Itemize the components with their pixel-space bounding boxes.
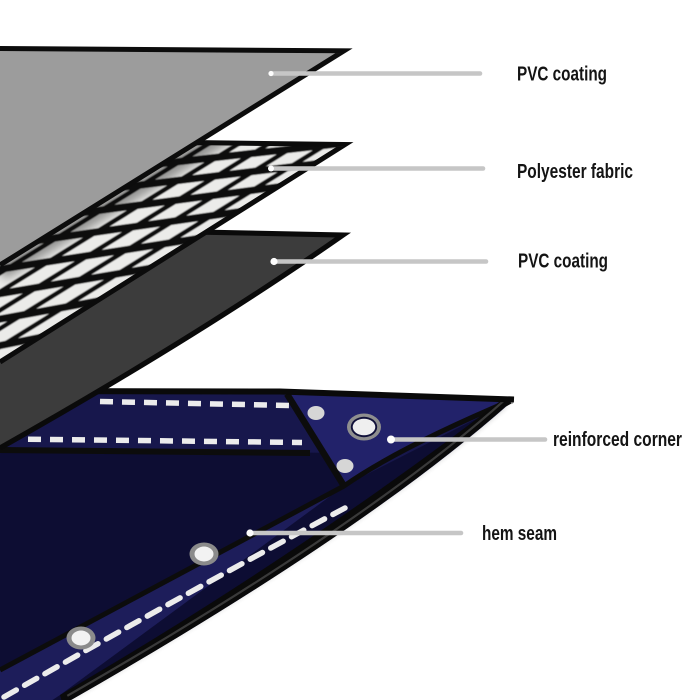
- svg-text:PVC coating: PVC coating: [517, 62, 607, 85]
- svg-text:Polyester fabric: Polyester fabric: [517, 160, 633, 183]
- svg-text:hem seam: hem seam: [482, 522, 557, 545]
- svg-text:reinforced corner: reinforced corner: [553, 428, 682, 451]
- svg-text:PVC coating: PVC coating: [518, 250, 608, 273]
